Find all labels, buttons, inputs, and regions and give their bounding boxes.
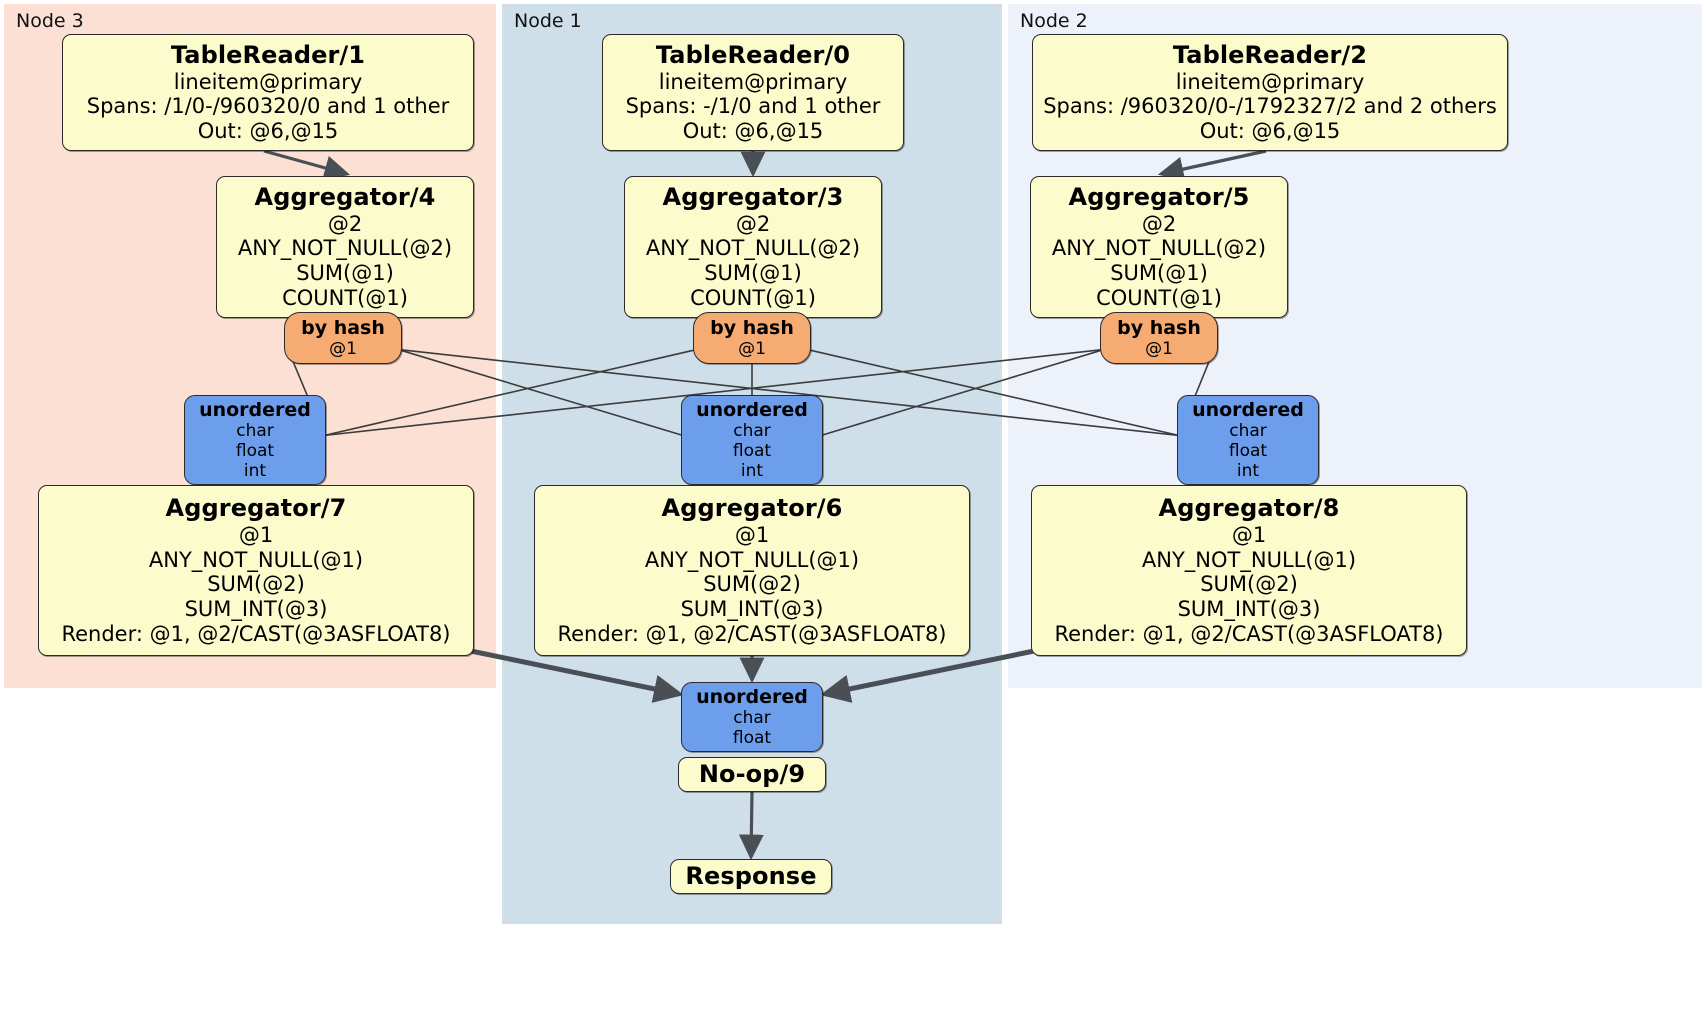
graph-box-line: @2 xyxy=(735,211,771,236)
graph-box-title: Aggregator/8 xyxy=(1158,494,1340,523)
graph-box-line: Render: @1, @2/CAST(@3ASFLOAT8) xyxy=(557,621,947,646)
graph-box-byhash-right[interactable]: by hash@1 xyxy=(1100,312,1218,364)
graph-box-line: int xyxy=(1236,461,1260,482)
graph-box-line: float xyxy=(732,728,772,749)
graph-box-line: int xyxy=(740,461,764,482)
graph-box-line: SUM(@1) xyxy=(704,261,802,286)
graph-box-line: COUNT(@1) xyxy=(690,285,816,310)
node-panel-label: Node 1 xyxy=(514,10,582,32)
node-panel-label: Node 2 xyxy=(1020,10,1088,32)
graph-box-title: TableReader/0 xyxy=(655,41,851,70)
graph-box-line: Spans: -/1/0 and 1 other xyxy=(625,94,881,119)
graph-box-line: lineitem@primary xyxy=(1175,69,1365,94)
graph-box-line: Out: @6,@15 xyxy=(197,119,339,144)
graph-box-noop9[interactable]: No-op/9 xyxy=(678,757,826,792)
graph-box-line: @1 xyxy=(1145,339,1173,360)
graph-box-title: Aggregator/5 xyxy=(1068,183,1250,212)
graph-box-line: SUM(@1) xyxy=(1110,261,1208,286)
graph-box-line: Render: @1, @2/CAST(@3ASFLOAT8) xyxy=(61,621,451,646)
graph-box-line: float xyxy=(235,441,275,462)
graph-box-line: @1 xyxy=(238,522,274,547)
graph-box-line: char xyxy=(733,708,771,729)
graph-box-line: @1 xyxy=(1231,522,1267,547)
graph-box-title: by hash xyxy=(301,316,385,339)
graph-box-title: TableReader/1 xyxy=(170,41,366,70)
graph-box-line: COUNT(@1) xyxy=(1096,285,1222,310)
graph-box-line: SUM(@1) xyxy=(296,261,394,286)
graph-box-title: by hash xyxy=(710,316,794,339)
graph-box-byhash-left[interactable]: by hash@1 xyxy=(284,312,402,364)
graph-box-line: ANY_NOT_NULL(@1) xyxy=(1141,547,1357,572)
node-panel-label: Node 3 xyxy=(16,10,84,32)
graph-box-line: float xyxy=(732,441,772,462)
graph-box-title: unordered xyxy=(696,398,808,421)
graph-box-line: SUM(@2) xyxy=(1200,572,1298,597)
graph-box-title: TableReader/2 xyxy=(1172,41,1368,70)
graph-box-line: SUM_INT(@3) xyxy=(1177,597,1321,622)
graph-box-response[interactable]: Response xyxy=(670,859,832,894)
graph-box-line: @2 xyxy=(1141,211,1177,236)
graph-box-line: lineitem@primary xyxy=(173,69,363,94)
graph-box-line: ANY_NOT_NULL(@1) xyxy=(644,547,860,572)
graph-box-line: Spans: /960320/0-/1792327/2 and 2 others xyxy=(1043,94,1497,119)
graph-box-line: float xyxy=(1228,441,1268,462)
graph-box-title: Aggregator/6 xyxy=(661,494,843,523)
graph-box-line: ANY_NOT_NULL(@1) xyxy=(148,547,364,572)
graph-box-line: char xyxy=(236,421,274,442)
graph-box-line: lineitem@primary xyxy=(658,69,848,94)
graph-box-line: char xyxy=(1229,421,1267,442)
graph-box-line: Spans: /1/0-/960320/0 and 1 other xyxy=(86,94,450,119)
graph-box-line: @1 xyxy=(329,339,357,360)
graph-box-title: unordered xyxy=(696,685,808,708)
graph-box-line: @1 xyxy=(734,522,770,547)
graph-box-title: by hash xyxy=(1117,316,1201,339)
graph-box-title: Aggregator/4 xyxy=(254,183,436,212)
graph-box-line: Out: @6,@15 xyxy=(682,119,824,144)
graph-box-line: SUM_INT(@3) xyxy=(184,597,328,622)
graph-box-line: SUM_INT(@3) xyxy=(680,597,824,622)
graph-box-line: char xyxy=(733,421,771,442)
graph-box-title: Aggregator/7 xyxy=(165,494,347,523)
graph-box-line: ANY_NOT_NULL(@2) xyxy=(645,236,861,261)
graph-box-line: @2 xyxy=(327,211,363,236)
graph-box-line: COUNT(@1) xyxy=(282,285,408,310)
graph-box-title: unordered xyxy=(1192,398,1304,421)
graph-box-line: ANY_NOT_NULL(@2) xyxy=(237,236,453,261)
graph-box-title: Aggregator/3 xyxy=(662,183,844,212)
graph-box-byhash-center[interactable]: by hash@1 xyxy=(693,312,811,364)
graph-box-line: SUM(@2) xyxy=(703,572,801,597)
graph-box-line: Out: @6,@15 xyxy=(1199,119,1341,144)
graph-box-title: No-op/9 xyxy=(698,760,806,789)
graph-box-line: int xyxy=(243,461,267,482)
graph-box-title: Response xyxy=(685,862,817,891)
graph-box-title: unordered xyxy=(199,398,311,421)
graph-box-line: SUM(@2) xyxy=(207,572,305,597)
graph-box-line: ANY_NOT_NULL(@2) xyxy=(1051,236,1267,261)
graph-box-line: Render: @1, @2/CAST(@3ASFLOAT8) xyxy=(1054,621,1444,646)
graph-box-line: @1 xyxy=(738,339,766,360)
